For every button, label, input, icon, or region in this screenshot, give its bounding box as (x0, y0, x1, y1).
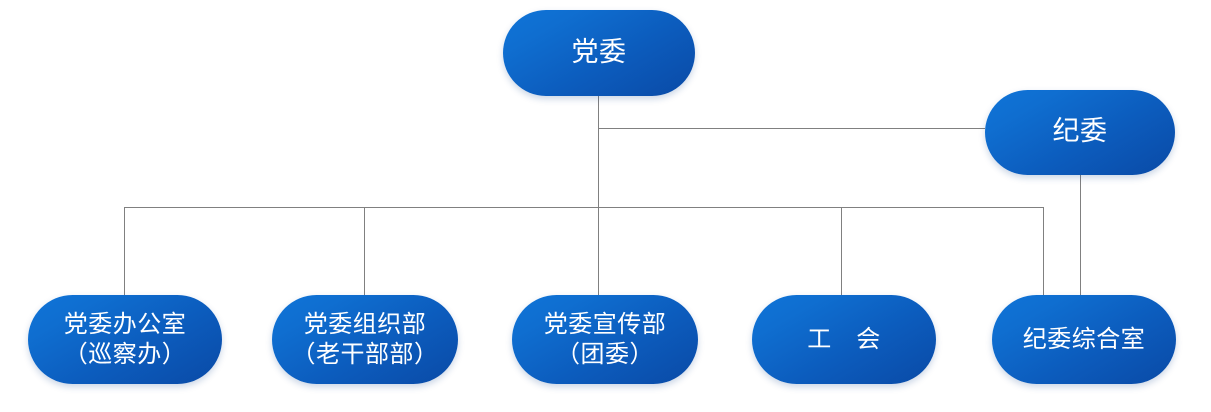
node-propaganda-department[interactable]: 党委宣传部 （团委） (512, 295, 698, 384)
node-label: 党委组织部 （老干部部） (291, 310, 439, 368)
node-label: 工 会 (807, 324, 881, 353)
node-label: 纪委综合室 (1022, 324, 1146, 353)
node-label: 党委 (571, 36, 627, 68)
node-label: 党委办公室 （巡察办） (63, 310, 187, 368)
node-discipline-general-office[interactable]: 纪委综合室 (992, 295, 1176, 384)
node-label: 纪委 (1052, 116, 1108, 148)
node-organization-department[interactable]: 党委组织部 （老干部部） (272, 295, 458, 384)
node-party-committee[interactable]: 党委 (503, 10, 695, 96)
node-labor-union[interactable]: 工 会 (752, 295, 936, 384)
node-discipline-committee[interactable]: 纪委 (985, 90, 1175, 175)
node-party-committee-office[interactable]: 党委办公室 （巡察办） (28, 295, 222, 384)
node-label: 党委宣传部 （团委） (543, 310, 667, 368)
